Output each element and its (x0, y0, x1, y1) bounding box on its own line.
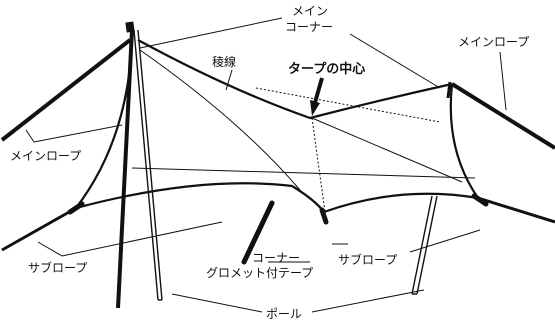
sub-rope-right (477, 196, 555, 224)
left-pole (116, 21, 163, 309)
label-pole: ポール (266, 307, 302, 321)
leader-lines (25, 17, 507, 313)
main-rope-right (450, 82, 555, 150)
grommet-tape-center (242, 202, 274, 263)
main-rope-left (0, 38, 132, 142)
tarp-inner-lines (131, 49, 476, 191)
label-corner-grommet-line1: コーナー (252, 251, 300, 265)
label-main-corner-line2: コーナー (285, 20, 333, 34)
label-corner-grommet-line2: グロメット付テープ (206, 266, 313, 280)
right-pole (411, 81, 452, 295)
label-sub-rope-left: サブロープ (28, 260, 87, 275)
label-sub-rope-right: サブロープ (338, 252, 397, 267)
label-main-rope-left: メインロープ (10, 149, 81, 163)
sub-rope-left (1, 205, 79, 252)
label-main-corner-line1: メイン (292, 4, 328, 18)
ridge-dashed-lines (255, 87, 441, 213)
label-tarp-center: タープの中心 (288, 61, 365, 77)
tarp-outline (75, 39, 479, 214)
label-main-rope-right: メインロープ (458, 35, 529, 49)
label-ridge: 稜線 (212, 54, 236, 69)
tarp-center-arrow (310, 77, 324, 116)
